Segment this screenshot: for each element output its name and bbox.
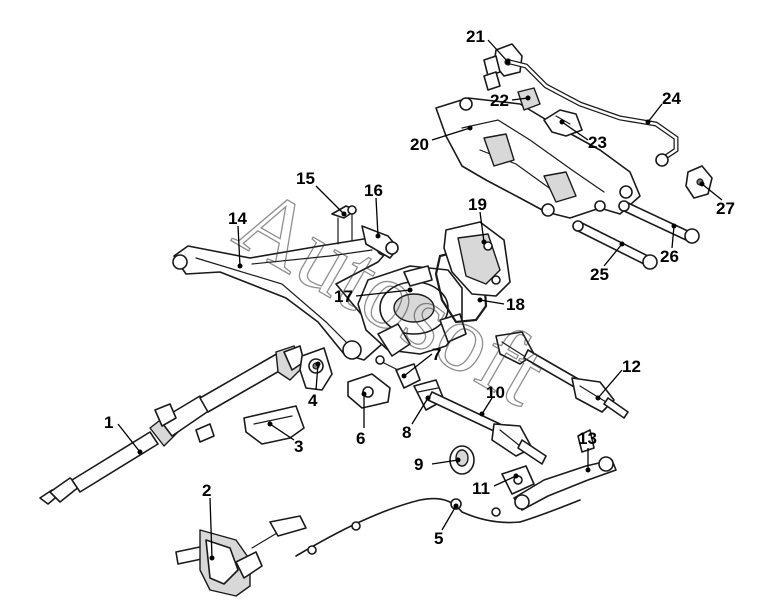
callout-4: 4: [308, 391, 318, 410]
drive-shaft-left: [427, 391, 547, 465]
callout-19: 19: [468, 195, 487, 214]
callout-14: 14: [228, 209, 247, 228]
callout-13: 13: [578, 429, 597, 448]
callout-20: 20: [410, 135, 429, 154]
callout-24: 24: [662, 89, 681, 108]
callout-9: 9: [414, 455, 423, 474]
callout-23: 23: [588, 133, 607, 152]
stabilizer-link: [685, 165, 713, 199]
callout-6: 6: [356, 429, 365, 448]
trailing-arm: [513, 429, 617, 511]
rubber-bushing: [449, 445, 475, 475]
callout-3: 3: [294, 437, 303, 456]
parking-brake-cable: [295, 497, 581, 557]
inner-cv-boot: [375, 355, 421, 389]
handbrake-lever: [175, 515, 307, 597]
stabilizer-bar: [507, 59, 679, 167]
callout-26: 26: [660, 247, 679, 266]
callout-17: 17: [334, 287, 353, 306]
callout-2: 2: [202, 481, 211, 500]
callout-21: 21: [466, 27, 485, 46]
callout-7: 7: [432, 345, 441, 364]
callout-18: 18: [506, 295, 525, 314]
lower-link: [572, 220, 658, 270]
callout-1: 1: [104, 413, 113, 432]
subframe-mount: [361, 225, 399, 259]
link-bracket: [501, 465, 535, 495]
center-bearing-mount: [299, 347, 333, 391]
callout-11: 11: [472, 479, 490, 498]
upper-subframe: [435, 97, 641, 219]
differential-mount-bracket: [347, 373, 391, 409]
callout-12: 12: [622, 357, 641, 376]
mounting-bolts: [331, 205, 357, 245]
callout-8: 8: [402, 423, 411, 442]
callout-27: 27: [716, 199, 735, 218]
callout-10: 10: [486, 383, 505, 402]
callout-5: 5: [434, 529, 443, 548]
callout-16: 16: [364, 181, 383, 200]
leader-lines: [117, 39, 723, 561]
stabilizer-bracket: [483, 43, 523, 77]
callout-25: 25: [590, 265, 609, 284]
callout-15: 15: [296, 169, 315, 188]
callout-labels: 1 2 3 4 5 6 7 8 9 10 11 12 13 14 15 16 1…: [104, 27, 735, 548]
upper-link: [618, 200, 700, 244]
drive-shaft-right: [495, 331, 629, 419]
differential-cover: [443, 221, 511, 297]
callout-22: 22: [490, 91, 509, 110]
